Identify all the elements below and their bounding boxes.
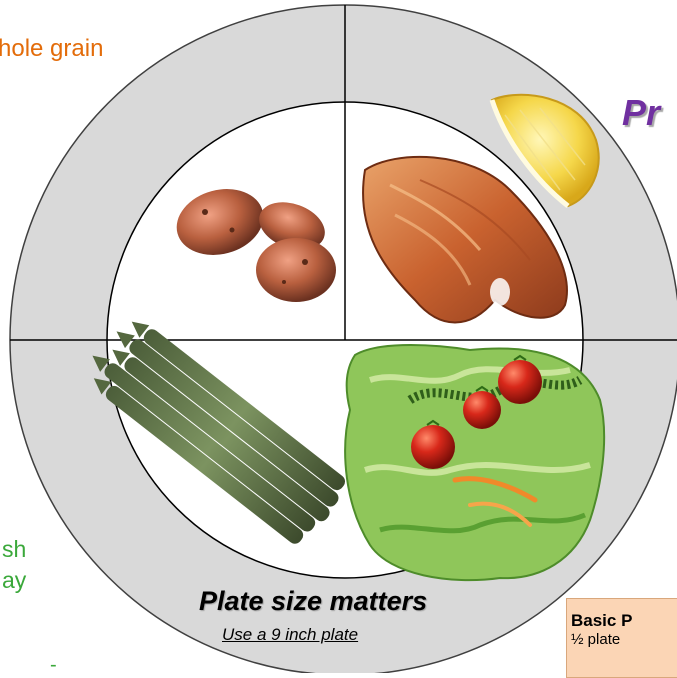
basic-plate-info-box: Basic P ½ plate bbox=[566, 598, 677, 678]
salad-image bbox=[345, 345, 604, 580]
whole-grain-label: hole grain bbox=[0, 35, 103, 63]
info-box-line: ½ plate bbox=[571, 631, 677, 649]
info-box-title: Basic P bbox=[571, 611, 677, 631]
green-label-line3: - bbox=[50, 654, 57, 677]
plate-size-subtitle: Use a 9 inch plate bbox=[222, 625, 358, 645]
protein-label: Pr bbox=[622, 92, 660, 134]
green-label-line1: sh bbox=[2, 536, 26, 563]
green-label-line2: ay bbox=[2, 567, 26, 594]
plate-size-title: Plate size matters bbox=[199, 586, 427, 617]
